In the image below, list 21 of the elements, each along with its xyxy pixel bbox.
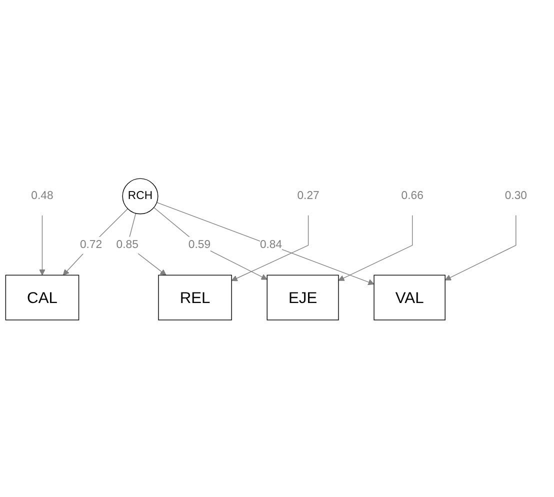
node-box: CAL: [5, 274, 80, 320]
edge-label: 0.84: [260, 238, 282, 251]
arrow: [444, 215, 516, 280]
arrow: [338, 215, 413, 281]
arrow: [154, 207, 268, 280]
node-text: 0.27: [297, 190, 320, 202]
edge-label: 0.85: [116, 238, 138, 251]
edge-label: 0.72: [80, 238, 102, 251]
arrow: [156, 202, 374, 286]
edge-label: 0.59: [188, 238, 211, 251]
arrow: [39, 215, 46, 276]
arrow: [126, 212, 166, 276]
arrow: [231, 215, 309, 282]
node-box: REL: [158, 274, 232, 320]
node-text: 0.66: [401, 190, 424, 202]
arrow: [62, 208, 128, 276]
node-text: 0.30: [504, 190, 527, 202]
node-box: VAL: [374, 274, 446, 320]
node-box: EJE: [266, 274, 339, 320]
node-text: 0.48: [31, 190, 54, 202]
node-circle: RCH: [122, 178, 158, 214]
